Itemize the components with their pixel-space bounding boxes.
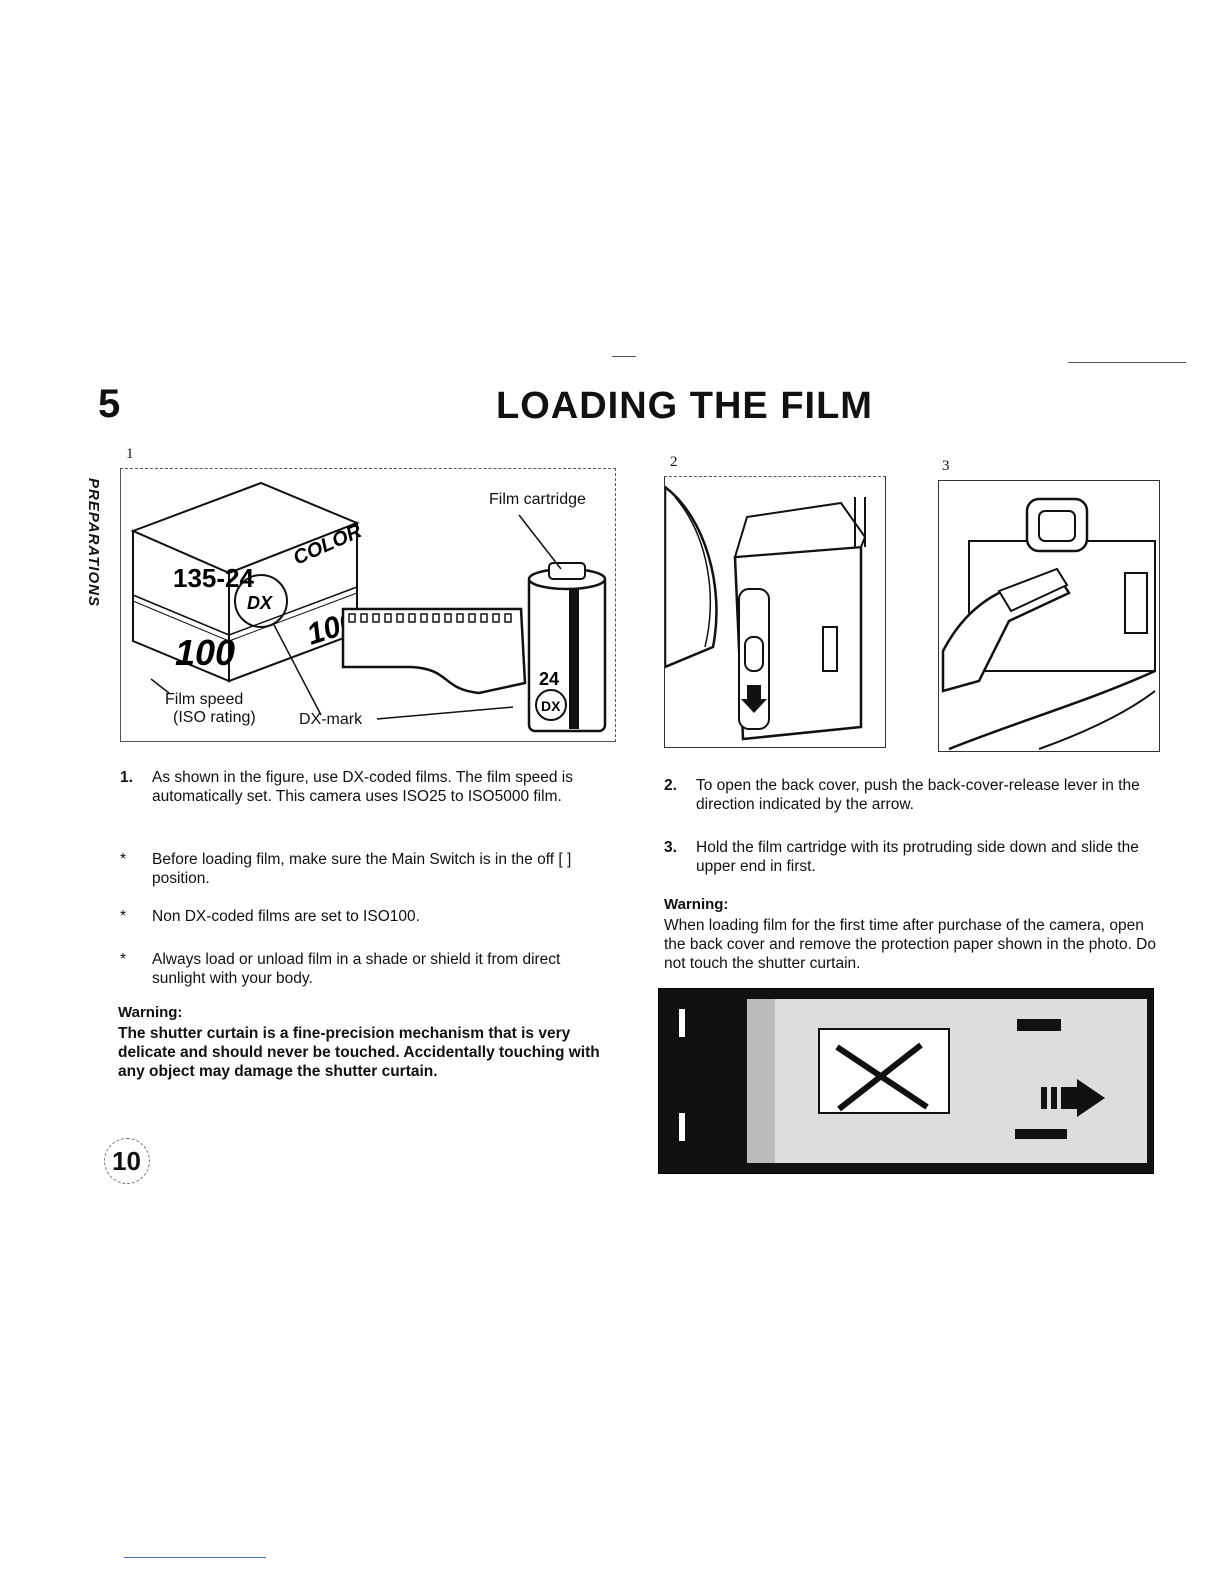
left-item-4-text: Always load or unload film in a shade or… <box>152 951 561 987</box>
left-item-2-text: Before loading film, make sure the Main … <box>152 851 572 887</box>
section-number: 5 <box>98 382 121 426</box>
cartridge-number: 24 <box>539 669 559 689</box>
left-item-2: * Before loading film, make sure the Mai… <box>120 850 614 888</box>
lens <box>663 484 718 669</box>
page-number: 10 <box>112 1146 141 1176</box>
cartridge-spool <box>548 562 586 580</box>
top-rule-marks <box>612 356 636 357</box>
right-warning-heading: Warning: <box>664 896 729 913</box>
left-item-2-marker: * <box>120 851 127 868</box>
top-rule-marks-right <box>1068 362 1186 363</box>
box-dx-text: DX <box>247 593 273 613</box>
figure2-label: 2 <box>670 454 678 470</box>
left-item-1-text: As shown in the figure, use DX-coded fil… <box>152 769 573 805</box>
callout-dx-mark: DX-mark <box>299 711 363 728</box>
arrow-right-icon <box>1041 1079 1105 1117</box>
dx-circle-box <box>234 574 288 628</box>
right-warning-text: When loading film for the first time aft… <box>664 917 1156 972</box>
callout-film-speed: Film speed <box>165 691 244 708</box>
box-number-top: 135-24 <box>173 563 254 593</box>
left-item-1: 1. As shown in the figure, use DX-coded … <box>120 768 614 806</box>
page-number-circle <box>104 1138 150 1184</box>
right-item-3: 3. Hold the film cartridge with its prot… <box>664 838 1158 876</box>
footer-rule <box>124 1557 266 1558</box>
left-item-3-text: Non DX-coded films are set to ISO100. <box>152 908 420 925</box>
page-title: LOADING THE FILM <box>496 385 873 427</box>
film-strip <box>341 607 527 695</box>
callout-iso-rating: (ISO rating) <box>173 709 256 726</box>
dx-circle-cartridge <box>535 689 567 721</box>
film-illustration: 135-24 100 COLOR 100 DX 24 DX <box>130 481 607 733</box>
callout-film-cartridge: Film cartridge <box>489 491 586 508</box>
left-warning-heading: Warning: <box>118 1004 183 1021</box>
left-item-4: * Always load or unload film in a shade … <box>120 950 614 988</box>
cartridge-stripe <box>569 589 579 729</box>
cartridge-in-hand <box>997 567 1069 613</box>
left-item-4-marker: * <box>120 951 127 968</box>
left-item-3-marker: * <box>120 908 127 925</box>
figure3-frame <box>938 480 1160 752</box>
figure3-label: 3 <box>942 458 950 474</box>
camera-side-illustration <box>663 484 867 741</box>
cartridge-dx-text: DX <box>541 698 561 714</box>
arrow-down-icon <box>741 685 767 713</box>
figure1-label: 1 <box>126 446 134 462</box>
right-item-2: 2. To open the back cover, push the back… <box>664 776 1158 814</box>
right-item-2-text: To open the back cover, push the back-co… <box>696 777 1140 813</box>
protection-paper-photo <box>658 988 1154 1174</box>
right-item-2-marker: 2. <box>664 777 677 794</box>
right-item-3-marker: 3. <box>664 839 677 856</box>
film-perforations <box>348 613 512 623</box>
right-item-3-text: Hold the film cartridge with its protrud… <box>696 839 1139 875</box>
figure2-frame <box>663 476 886 748</box>
shutter-photo-illustration <box>659 989 1147 1173</box>
left-item-1-marker: 1. <box>120 769 133 786</box>
side-tab-label: PREPARATIONS <box>85 478 102 607</box>
left-item-3: * Non DX-coded films are set to ISO100. <box>120 907 614 926</box>
side-tab: PREPARATIONS <box>74 478 114 608</box>
left-warning-text: The shutter curtain is a fine-precision … <box>118 1025 600 1080</box>
figure1-frame: 135-24 100 COLOR 100 DX 24 DX Film cartr… <box>120 468 616 742</box>
box-number-bottom: 100 <box>175 632 235 673</box>
camera-back-illustration <box>941 497 1156 751</box>
